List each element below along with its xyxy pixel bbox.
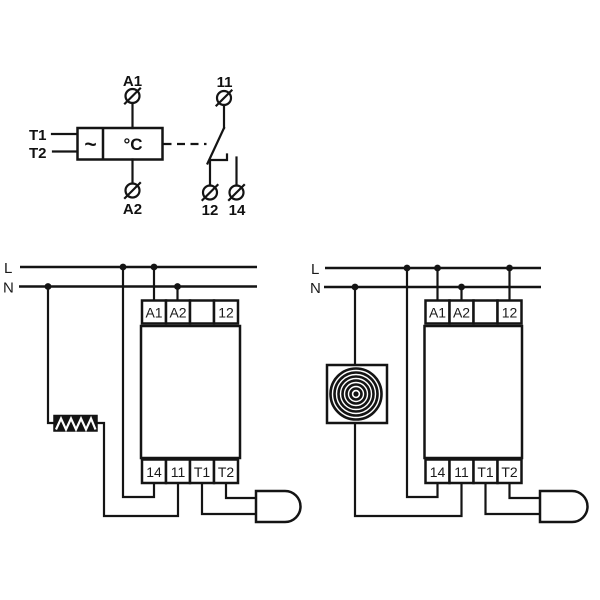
screw-terminal-icon	[227, 183, 246, 202]
top-terminal-strip: A1 A2 12	[424, 299, 523, 325]
relay-device-body	[139, 324, 242, 460]
changeover-contact-icon: 11 12 14	[200, 74, 246, 219]
terminal-a1-label: A1	[123, 73, 142, 90]
contact-11-label: 11	[217, 74, 233, 91]
terminal-cell-label: 11	[171, 464, 186, 480]
wire-phase-to-14	[405, 266, 439, 499]
neutral-rail-label: N	[3, 280, 14, 297]
wiring-diagram-heating-element: L N A1 A2 12	[3, 260, 302, 524]
terminal-cell	[212, 458, 240, 485]
temperature-symbol: °C	[123, 135, 142, 154]
terminal-cell-label: A1	[145, 305, 162, 321]
terminal-cell-label: 14	[430, 464, 446, 480]
neutral-rail-label: N	[310, 280, 321, 297]
ac-supply-symbol: ~	[84, 134, 96, 157]
wire-neutral-to-heater	[46, 285, 56, 425]
wire-t1-to-probe	[200, 481, 258, 516]
terminal-cell-label: 14	[146, 464, 162, 480]
terminal-cell-label: T2	[218, 464, 235, 480]
screw-terminal-icon	[200, 183, 220, 202]
terminal-cell-label: A2	[169, 305, 186, 321]
terminal-cell	[496, 458, 523, 485]
wire-heater-to-11	[95, 421, 180, 518]
device-symbol-box	[76, 126, 164, 161]
terminal-cell-label: A2	[453, 305, 470, 321]
heating-element-resistor-icon	[53, 414, 98, 433]
temperature-probe-icon	[254, 489, 302, 524]
terminal-a2-label: A2	[123, 201, 142, 218]
wire-t2-to-probe	[508, 481, 542, 500]
contact-14-label: 14	[229, 202, 246, 219]
terminal-cell-label: T1	[194, 464, 211, 480]
terminal-cell-label: A1	[429, 305, 446, 321]
wire-t1-to-probe	[484, 481, 542, 516]
probe-terminal-t2-label: T2	[29, 145, 47, 162]
terminal-cell	[212, 299, 240, 325]
contact-nc-seat	[208, 153, 229, 162]
terminal-cell-label: 12	[502, 305, 518, 321]
contact-12-label: 12	[202, 202, 219, 219]
terminal-cell	[188, 299, 216, 325]
bottom-terminal-strip: 14 11 T1 T2	[140, 458, 240, 485]
terminal-cell	[496, 299, 523, 325]
terminal-cell-label: 12	[218, 305, 234, 321]
phase-rail-label: L	[4, 260, 12, 277]
wire-spiral-to-11	[353, 421, 463, 518]
contact-arm	[206, 126, 226, 165]
wiring-diagram-heating-spiral: L N	[310, 261, 589, 524]
terminal-cell-label: 11	[454, 464, 469, 480]
screw-terminal-icon	[123, 181, 142, 200]
top-terminal-strip: A1 A2 12	[140, 299, 240, 325]
contact-schematic: T1 T2 ~ °C A1 A2 11	[29, 73, 246, 219]
terminal-cell-label: T2	[501, 464, 518, 480]
relay-device-body	[423, 324, 524, 460]
heating-spiral-icon	[325, 363, 389, 425]
wire-t2-to-probe	[224, 481, 258, 500]
wire-phase-to-14	[121, 265, 156, 499]
terminal-cell	[472, 299, 499, 325]
probe-terminal-t1-label: T1	[29, 127, 47, 144]
bottom-terminal-strip: 14 11 T1 T2	[424, 458, 523, 485]
temperature-probe-icon	[538, 489, 589, 524]
terminal-cell-label: T1	[477, 464, 494, 480]
phase-rail-label: L	[311, 261, 319, 278]
